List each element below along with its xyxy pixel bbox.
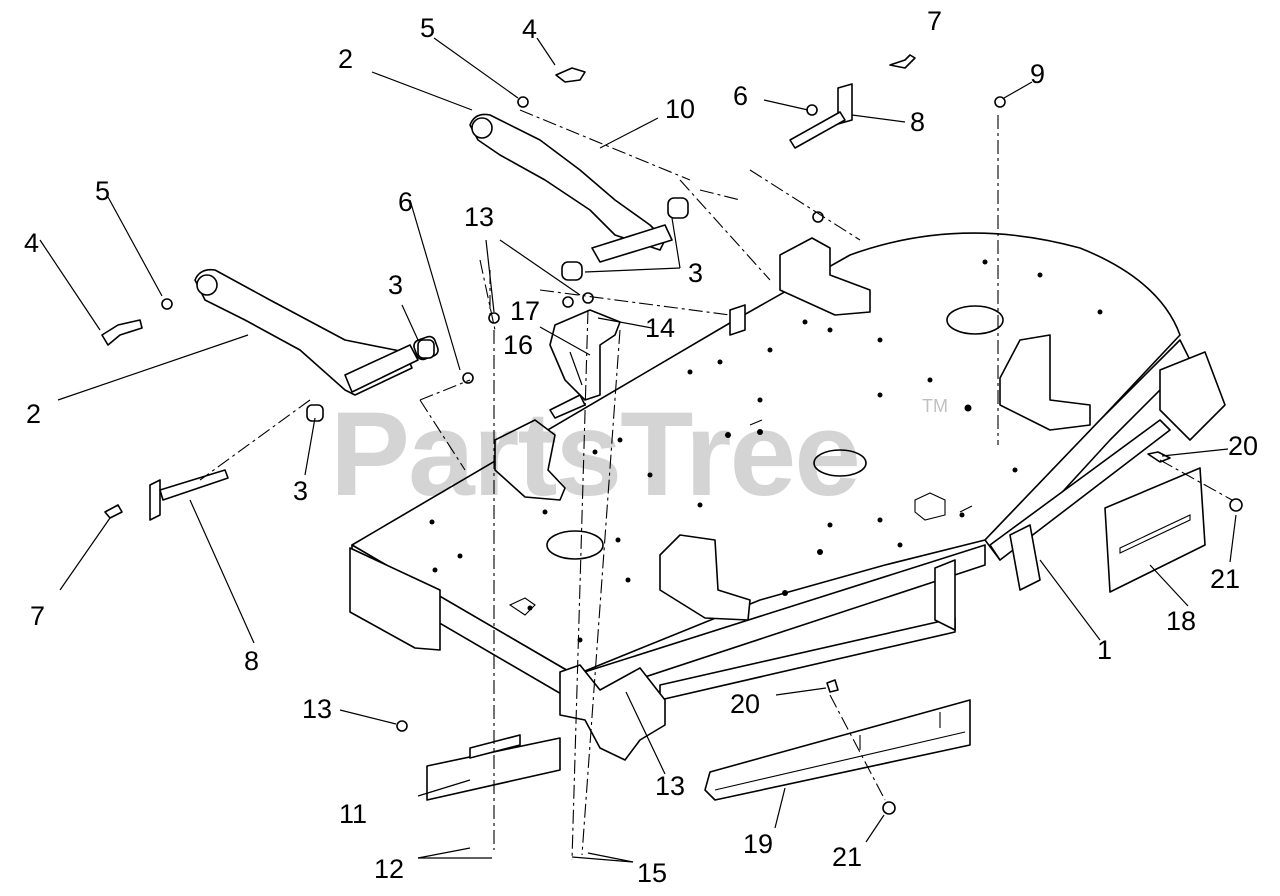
callout-7-left: 7 bbox=[30, 601, 45, 631]
pivot-pins bbox=[149, 83, 853, 521]
callout-3-right-arm: 3 bbox=[688, 258, 703, 288]
callout-21-right: 21 bbox=[1210, 564, 1240, 594]
callout-3-left-top: 3 bbox=[388, 270, 403, 300]
callout-17: 17 bbox=[510, 296, 540, 326]
callout-6-top: 6 bbox=[733, 81, 748, 111]
callout-13-top: 13 bbox=[464, 202, 494, 232]
front-hanger-bracket bbox=[559, 664, 666, 761]
callout-8-right: 8 bbox=[910, 107, 925, 137]
leader-lines bbox=[39, 37, 1237, 863]
callout-2-top: 2 bbox=[338, 44, 353, 74]
callout-20-bottom: 20 bbox=[730, 689, 760, 719]
callout-5-left: 5 bbox=[95, 176, 110, 206]
callout-2-left: 2 bbox=[26, 399, 41, 429]
callout-21-bottom: 21 bbox=[832, 842, 862, 872]
baffle-right-side bbox=[1104, 467, 1206, 593]
callout-1: 1 bbox=[1097, 635, 1112, 665]
watermark-trademark: TM bbox=[922, 396, 948, 416]
callout-5-top: 5 bbox=[420, 13, 435, 43]
lift-arm-right bbox=[469, 113, 689, 281]
callout-16: 16 bbox=[503, 330, 533, 360]
callout-7-top: 7 bbox=[927, 6, 942, 36]
callout-13-bottom: 13 bbox=[655, 771, 685, 801]
callout-19: 19 bbox=[743, 829, 773, 859]
callout-8-left: 8 bbox=[244, 646, 259, 676]
callout-18: 18 bbox=[1166, 606, 1196, 636]
deck-housing bbox=[349, 232, 1226, 703]
callout-11: 11 bbox=[339, 799, 367, 829]
callout-14: 14 bbox=[645, 313, 675, 343]
callout-3-left-bottom: 3 bbox=[293, 476, 308, 506]
callout-6-left: 6 bbox=[398, 187, 413, 217]
callout-labels: 1 2 2 3 3 3 4 4 5 5 6 6 7 7 8 8 9 10 11 … bbox=[24, 6, 1258, 888]
callout-20-right: 20 bbox=[1228, 431, 1258, 461]
lift-arm-left bbox=[194, 268, 439, 396]
callout-4-left: 4 bbox=[24, 228, 39, 258]
callout-9: 9 bbox=[1030, 59, 1045, 89]
baffle-front bbox=[704, 699, 971, 801]
callout-15: 15 bbox=[637, 858, 667, 888]
watermark-text: PartsTree bbox=[330, 387, 859, 521]
partstree-watermark: PartsTree TM bbox=[330, 387, 948, 521]
callout-13-left: 13 bbox=[302, 694, 332, 724]
callout-4-top: 4 bbox=[522, 14, 537, 44]
assembly-lines bbox=[199, 109, 1233, 861]
callout-10: 10 bbox=[665, 94, 695, 124]
callout-12: 12 bbox=[374, 854, 404, 884]
